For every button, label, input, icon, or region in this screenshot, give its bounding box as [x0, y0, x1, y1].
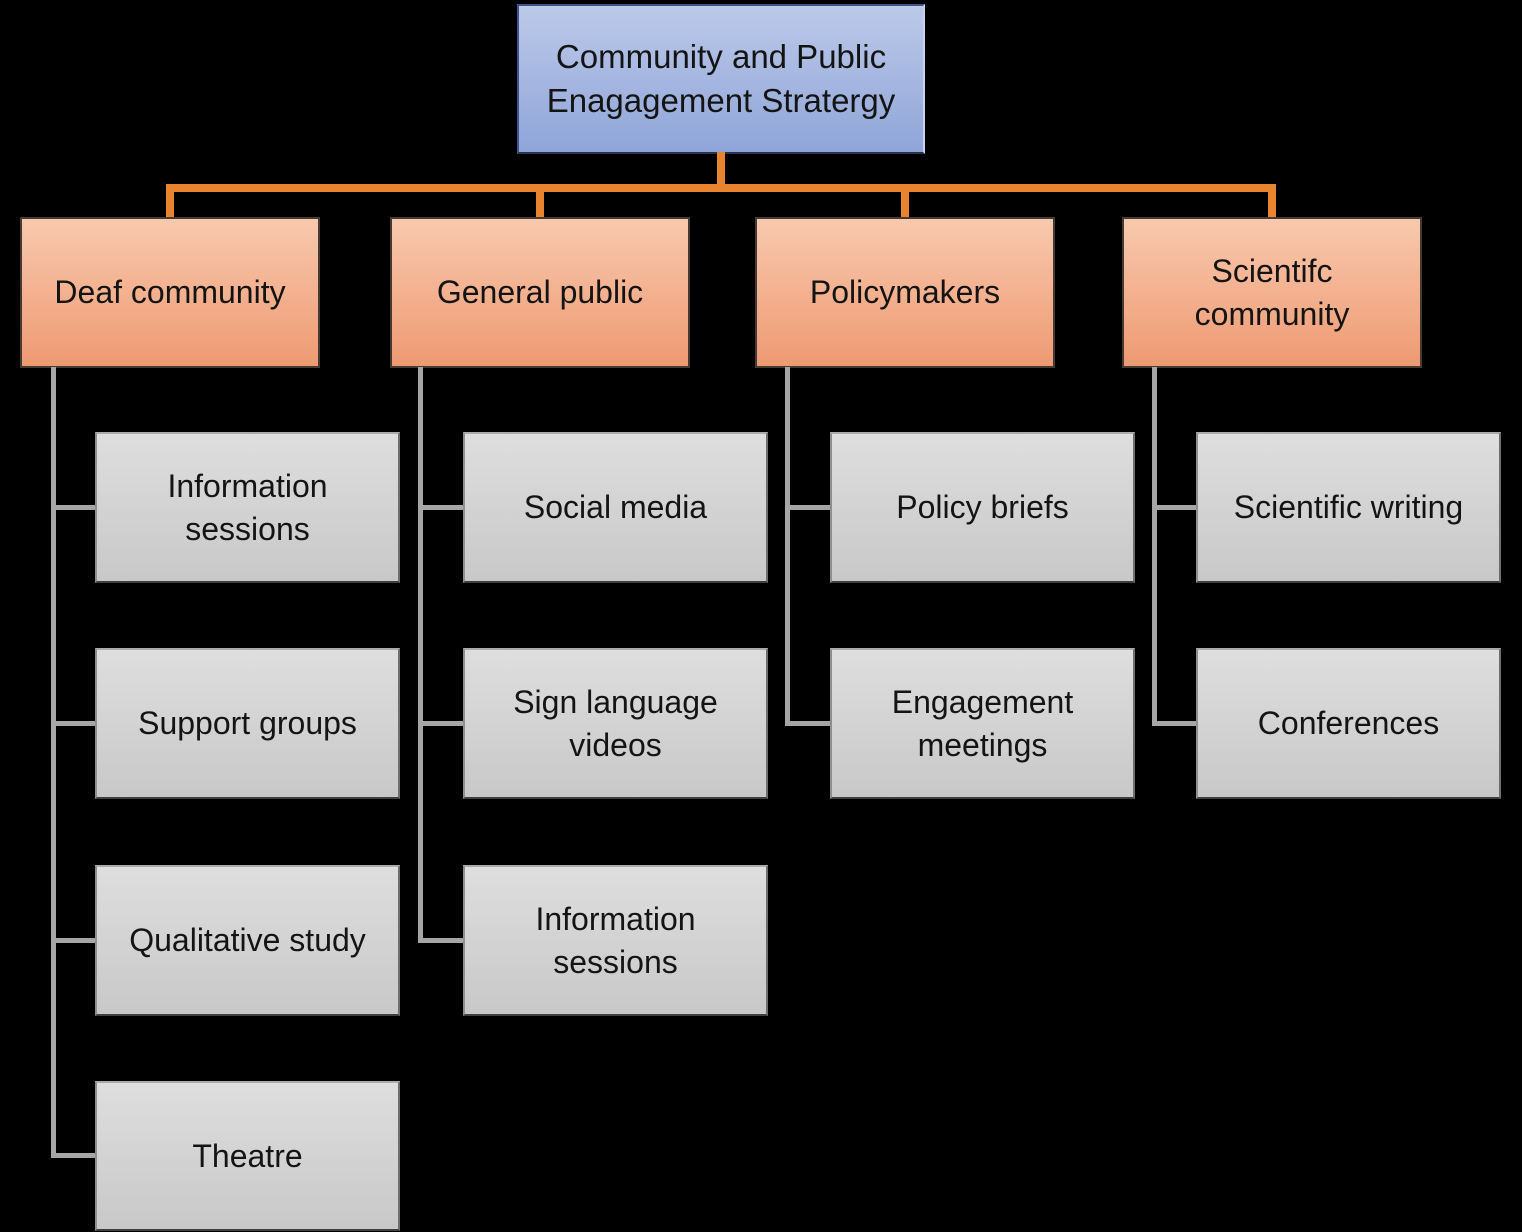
branch-node-deaf-community: Deaf community: [20, 217, 320, 368]
root-node: Community and Public Enagagement Strater…: [517, 4, 925, 154]
child-node-label: Engagement meetings: [891, 684, 1074, 763]
child-stub-connector-0-1: [52, 721, 95, 726]
column-line-connector-1: [418, 367, 423, 943]
child-stub-connector-2-1: [786, 721, 830, 726]
child-node-qualitative-study: Qualitative study: [95, 865, 400, 1016]
child-node-information-sessions-public: Information sessions: [463, 865, 768, 1016]
child-node-label: Information sessions: [535, 901, 696, 980]
branch-node-policymakers: Policymakers: [755, 217, 1055, 368]
branch-drop-connector-1: [536, 184, 544, 217]
child-node-label: Social media: [523, 489, 708, 526]
child-node-theatre: Theatre: [95, 1081, 400, 1231]
child-node-label: Qualitative study: [129, 922, 366, 959]
child-stub-connector-2-0: [786, 505, 830, 510]
branch-drop-connector-0: [166, 184, 174, 217]
child-node-scientific-writing: Scientific writing: [1196, 432, 1501, 583]
branch-node-scientific-community: Scientifc community: [1122, 217, 1422, 368]
column-line-connector-0: [51, 367, 56, 1158]
child-node-conferences: Conferences: [1196, 648, 1501, 799]
child-node-label: Scientific writing: [1233, 489, 1464, 526]
child-stub-connector-3-0: [1153, 505, 1197, 510]
child-stub-connector-0-0: [52, 505, 95, 510]
child-node-support-groups: Support groups: [95, 648, 400, 799]
child-node-label: Support groups: [138, 705, 357, 742]
root-node-label: Community and Public Enagagement Strater…: [546, 38, 896, 119]
child-node-label: Information sessions: [167, 468, 328, 547]
branch-node-label: General public: [436, 274, 644, 311]
branch-node-label: Scientifc community: [1194, 253, 1350, 332]
child-node-social-media: Social media: [463, 432, 768, 583]
child-node-policy-briefs: Policy briefs: [830, 432, 1135, 583]
branch-node-label: Deaf community: [54, 274, 286, 311]
column-line-connector-2: [785, 367, 790, 726]
child-stub-connector-1-2: [419, 938, 463, 943]
column-line-connector-3: [1152, 367, 1157, 726]
child-node-label: Sign language videos: [513, 684, 718, 763]
child-node-sign-language-videos: Sign language videos: [463, 648, 768, 799]
root-stem-connector: [717, 152, 725, 188]
child-stub-connector-3-1: [1153, 721, 1197, 726]
branch-node-general-public: General public: [390, 217, 690, 368]
child-node-information-sessions-deaf: Information sessions: [95, 432, 400, 583]
branch-bus-connector: [166, 184, 1276, 192]
child-stub-connector-1-0: [419, 505, 463, 510]
child-node-label: Theatre: [192, 1137, 303, 1174]
child-node-label: Policy briefs: [896, 489, 1069, 526]
child-stub-connector-1-1: [419, 721, 463, 726]
child-stub-connector-0-3: [52, 1153, 95, 1158]
branch-drop-connector-3: [1268, 184, 1276, 217]
child-node-engagement-meetings: Engagement meetings: [830, 648, 1135, 799]
branch-drop-connector-2: [901, 184, 909, 217]
branch-node-label: Policymakers: [809, 274, 1001, 311]
child-stub-connector-0-2: [52, 938, 95, 943]
child-node-label: Conferences: [1257, 705, 1440, 742]
